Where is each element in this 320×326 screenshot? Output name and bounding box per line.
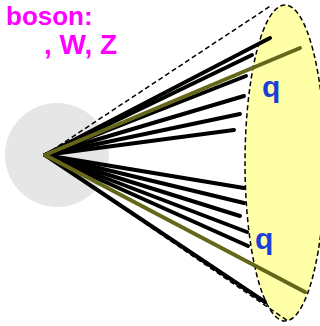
- quark-label: q: [262, 70, 280, 103]
- particle-tracks: [45, 38, 305, 302]
- boson-label: , W, Z: [44, 30, 117, 61]
- particle-track: [45, 155, 265, 302]
- particle-track: [45, 114, 240, 155]
- particle-track: [45, 48, 300, 155]
- boson-label: boson:: [6, 2, 93, 31]
- jet-cone-base: [245, 5, 320, 321]
- cone-edge: [45, 155, 288, 321]
- quark-label: q: [255, 222, 273, 255]
- particle-track: [45, 96, 244, 155]
- particle-track: [45, 155, 248, 246]
- particle-track: [45, 155, 244, 203]
- particle-track: [45, 155, 305, 292]
